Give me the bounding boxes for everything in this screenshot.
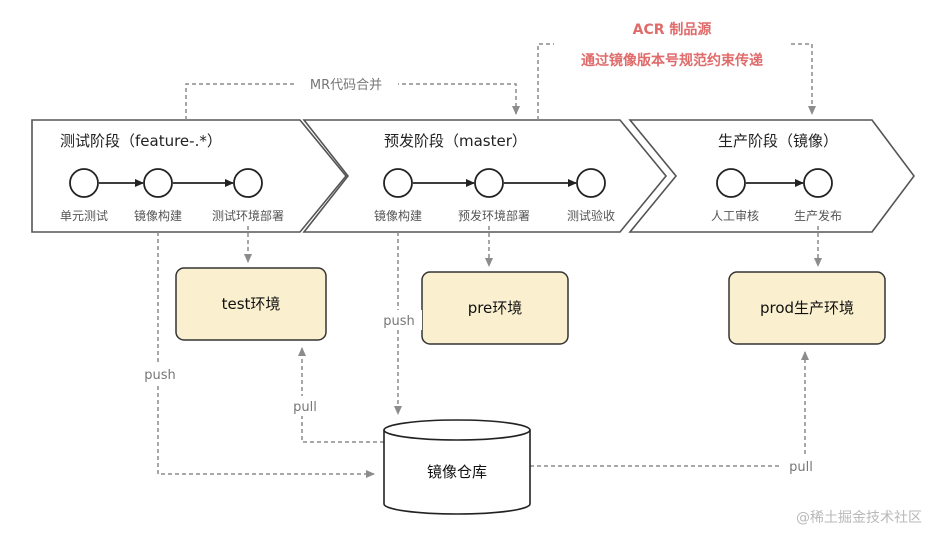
env-pre-box: [421, 271, 569, 345]
env-test-box: [175, 267, 327, 341]
stage-test-title: 测试阶段（feature-.*）: [60, 132, 222, 150]
push-left-label: push: [144, 368, 176, 383]
push-mid-label-bg: [376, 310, 422, 330]
pull-prod-connector: [530, 351, 809, 467]
mr-merge-label-bg: [294, 74, 398, 94]
pull-right-label-bg: [782, 456, 822, 476]
mr-merge-label: MR代码合并: [310, 78, 382, 93]
stage-pre-title: 预发阶段（master）: [384, 132, 527, 150]
step-node-prod-release: [803, 168, 833, 198]
repo-label: 镜像仓库: [427, 463, 487, 481]
step-label: 预发环境部署: [458, 208, 530, 223]
stage-prod-title: 生产阶段（镜像）: [718, 132, 838, 150]
step-label: 人工审核: [711, 208, 759, 223]
pull-left-label-bg: [284, 396, 326, 416]
image-repository: 镜像仓库: [383, 419, 531, 515]
step-node-test-deploy: [233, 168, 263, 198]
stage-prod-chevron: [628, 119, 915, 233]
acr-label-bg: [554, 14, 790, 76]
step-label: 镜像构建: [374, 208, 422, 223]
push-left-label-bg: [138, 364, 182, 384]
step-label: 单元测试: [60, 208, 108, 223]
stage-test-chevron: [31, 119, 348, 233]
step-label: 生产发布: [794, 208, 842, 223]
step-label: 镜像构建: [134, 208, 182, 223]
step-node-acceptance: [576, 168, 606, 198]
repo-top: [383, 419, 531, 441]
env-test-label: test环境: [222, 295, 281, 313]
env-pre-label: pre环境: [468, 299, 523, 317]
push-mid-label: push: [383, 314, 415, 329]
pull-left-label: pull: [293, 400, 317, 415]
push-test-connector: [157, 232, 375, 478]
step-node-unit-test: [69, 168, 99, 198]
step-label: 测试环境部署: [212, 208, 284, 223]
env-prod-box: [728, 271, 886, 345]
step-node-manual-review: [716, 168, 746, 198]
step-label: 测试验收: [567, 208, 615, 223]
repo-body: [383, 430, 531, 515]
step-node-pre-deploy: [474, 168, 504, 198]
pull-right-label: pull: [789, 460, 813, 475]
mr-merge-connector: [185, 83, 520, 120]
step-node-image-build: [143, 168, 173, 198]
env-prod-label: prod生产环境: [760, 299, 854, 317]
watermark-text: @稀土掘金技术社区: [796, 510, 922, 526]
acr-source-label: ACR 制品源: [633, 21, 712, 38]
acr-version-label: 通过镜像版本号规范约束传递: [581, 52, 763, 69]
pull-test-connector: [298, 347, 384, 443]
step-node-image-build: [383, 168, 413, 198]
